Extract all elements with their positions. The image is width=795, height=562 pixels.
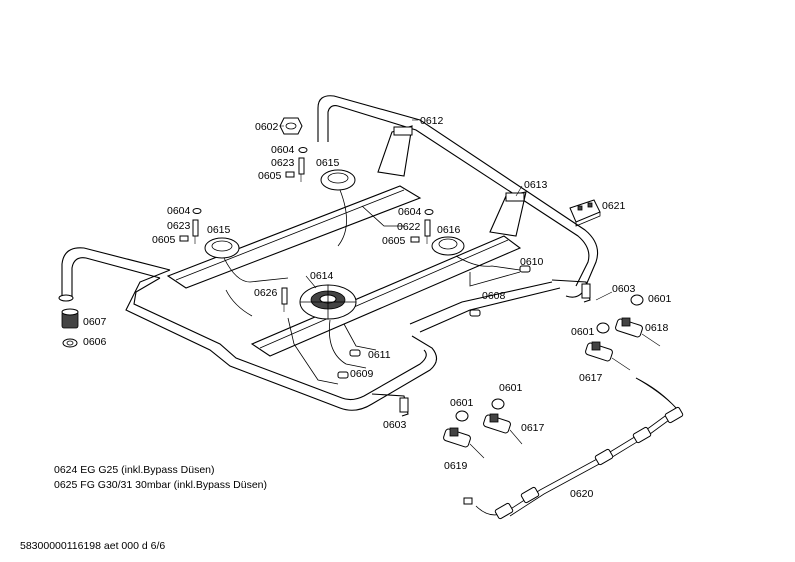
label-0604a: 0604 [271,144,295,156]
label-0610: 0610 [520,256,544,268]
bracket-0612 [377,125,413,177]
gas-tap-0618 [615,317,661,347]
note-line-0625: 0625 FG G30/31 30mbar (inkl.Bypass Düsen… [54,479,267,491]
label-0601a: 0601 [648,293,672,305]
injector-0610 [519,265,531,273]
injector-0609 [337,371,349,379]
label-0608: 0608 [482,290,506,302]
fitting-0607 [58,294,79,329]
label-0603a: 0603 [612,283,636,295]
label-0605c: 0605 [382,235,406,247]
burner-0615-upper [320,169,356,191]
burner-rail-lower [250,235,522,357]
gas-tap-0619 [443,427,485,459]
note-line-0624: 0624 EG G25 (inkl.Bypass Düsen) [54,464,215,476]
label-0623a: 0623 [271,157,295,169]
label-0615a: 0615 [316,157,340,169]
injector-0608 [469,309,481,317]
label-0619: 0619 [444,460,468,472]
thermocouple-0623b [192,219,199,244]
clip-0605a [285,171,295,178]
label-0623b: 0623 [167,220,191,232]
label-0606: 0606 [83,336,107,348]
label-0620: 0620 [570,488,594,500]
clip-0605b [179,235,189,242]
gas-tubes [223,189,521,385]
label-0607: 0607 [83,316,107,328]
burner-0614-wok [299,284,357,320]
washer-0604c [424,209,434,215]
label-0618: 0618 [645,322,669,334]
label-0613: 0613 [524,179,548,191]
clip-0605c [410,236,420,243]
label-0614: 0614 [310,270,334,282]
label-0626: 0626 [254,287,278,299]
footer-document-code: 58300000116198 aet 000 d 6/6 [20,540,165,552]
ignition-harness-0620 [463,377,684,520]
gas-tap-0617a [585,341,631,371]
label-0617b: 0617 [521,422,545,434]
burner-rail-upper [166,185,422,289]
injector-0611 [349,349,361,357]
thermocouple-0623a [298,157,305,182]
bracket-0603b [371,393,409,417]
label-0602: 0602 [255,121,279,133]
gas-tap-0617b [483,413,523,445]
washers-0601 [455,294,644,422]
label-0601d: 0601 [499,382,523,394]
washer-0604b [192,208,202,214]
label-0617a: 0617 [579,372,603,384]
burner-0616 [431,236,465,256]
bracket-0613 [489,191,527,237]
label-0603b: 0603 [383,419,407,431]
pan-support-frame-lower [61,247,561,411]
label-0604b: 0604 [167,205,191,217]
bracket-0603a [551,279,591,303]
label-0601b: 0601 [571,326,595,338]
label-0605b: 0605 [152,234,176,246]
label-0611: 0611 [368,349,391,361]
leader-lines [280,119,613,301]
label-0605a: 0605 [258,170,282,182]
thermocouple-0626 [281,287,288,312]
label-0612: 0612 [420,115,444,127]
label-0622: 0622 [397,221,421,233]
label-0609: 0609 [350,368,374,380]
label-0615b: 0615 [207,224,231,236]
washer-0604a [298,147,308,153]
pan-support-frame-upper [317,95,599,298]
thermocouple-0622 [424,219,431,244]
label-0604c: 0604 [398,206,422,218]
part-labels: 0602 0604 0623 0605 0615 0612 0613 0621 … [83,115,672,500]
label-0601c: 0601 [450,397,474,409]
seal-0606 [62,338,78,348]
label-0616: 0616 [437,224,461,236]
label-0621: 0621 [602,200,626,212]
connector-block-0621 [569,199,601,227]
burner-0615-left [204,237,240,259]
